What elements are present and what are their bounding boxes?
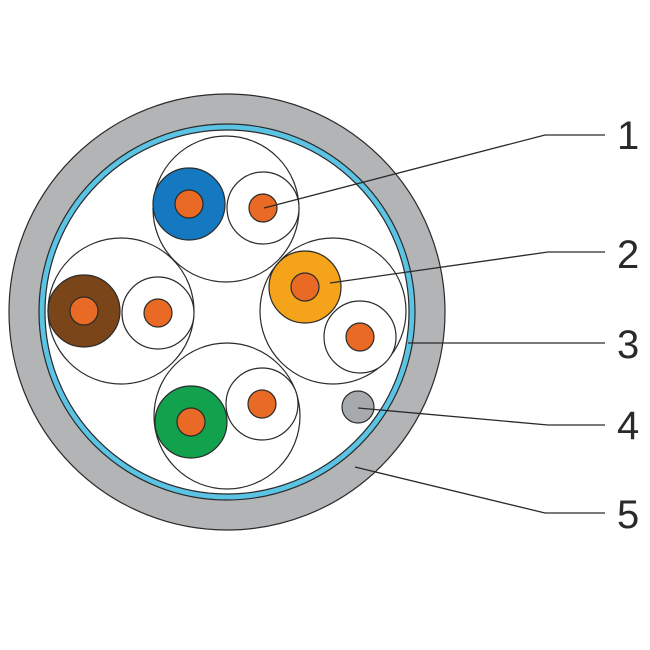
twisted-pair-orange <box>259 237 407 385</box>
conductor <box>176 407 206 437</box>
leader-line-5 <box>354 466 605 514</box>
conductor <box>345 322 375 352</box>
leader-line-2 <box>329 251 605 284</box>
twisted-pair-brown <box>47 237 195 385</box>
conductor <box>69 296 99 326</box>
twisted-pair-blue <box>152 135 300 283</box>
callout-label-5: 5 <box>617 493 639 537</box>
inner-core-area <box>44 129 410 495</box>
conductor <box>143 298 173 328</box>
twisted-pair-green <box>153 342 301 490</box>
callout-label-3: 3 <box>617 323 639 367</box>
conductor <box>248 193 278 223</box>
callout-label-4: 4 <box>617 404 639 448</box>
drain-wire <box>341 390 375 424</box>
leader-line-1 <box>263 134 605 209</box>
conductor <box>290 272 320 302</box>
callout-label-2: 2 <box>617 233 639 277</box>
conductor <box>247 389 277 419</box>
callout-label-1: 1 <box>617 114 639 158</box>
conductor <box>174 189 204 219</box>
leader-line-4 <box>357 407 605 426</box>
